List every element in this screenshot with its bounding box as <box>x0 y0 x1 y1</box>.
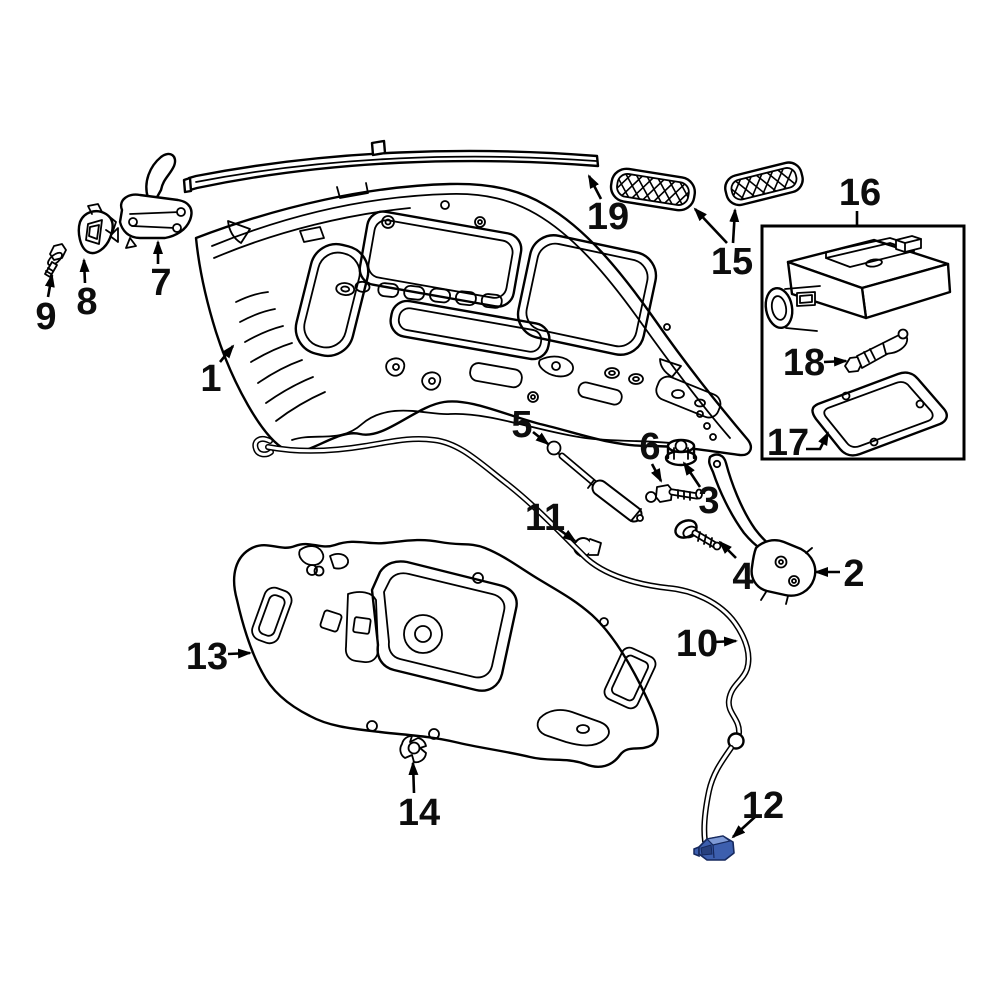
leader-19 <box>587 174 603 200</box>
vent-grille-right <box>724 161 804 207</box>
vent-grilles-drawing <box>609 161 804 212</box>
release-handle-highlighted[interactable] <box>693 835 735 861</box>
callout-label-6[interactable]: 6 <box>639 426 660 468</box>
bulb-socket-drawing <box>844 328 909 373</box>
hood-latch-drawing <box>109 152 193 249</box>
callout-leaders <box>44 174 859 839</box>
handle-top-facet[interactable] <box>705 835 732 846</box>
latch-bolt-drawing <box>44 243 67 278</box>
module-box-drawing <box>760 224 966 461</box>
callout-label-3[interactable]: 3 <box>698 480 719 522</box>
callout-label-17[interactable]: 17 <box>767 422 809 464</box>
callout-label-9[interactable]: 9 <box>35 296 56 338</box>
hood-panel-drawing <box>194 182 752 457</box>
callout-label-11[interactable]: 11 <box>525 497 565 539</box>
callout-label-18[interactable]: 18 <box>783 342 825 384</box>
callout-label-8[interactable]: 8 <box>76 281 97 323</box>
callout-label-4[interactable]: 4 <box>732 556 753 598</box>
leader-3 <box>682 461 702 488</box>
leader-4 <box>718 540 737 559</box>
callout-label-5[interactable]: 5 <box>511 404 532 446</box>
hood-lift-support-drawing <box>546 440 644 523</box>
callout-label-16[interactable]: 16 <box>839 172 881 214</box>
release-cable-drawing <box>252 435 752 844</box>
callout-label-15[interactable]: 15 <box>711 241 753 283</box>
hood-insulation-pad-drawing <box>232 538 660 768</box>
pad-clip-drawing <box>399 735 427 764</box>
module-body <box>764 235 952 332</box>
hinge-nut-drawing <box>664 438 698 467</box>
cable-grommet <box>727 732 745 750</box>
callout-labels: 1 2 3 4 5 6 7 8 9 10 11 12 13 14 15 16 1… <box>35 172 881 834</box>
ball-stud-drawing <box>645 484 703 503</box>
callout-label-10[interactable]: 10 <box>676 623 718 665</box>
module-tray-drawing <box>811 371 948 457</box>
handle-ridge <box>712 844 715 859</box>
hood-hinge-drawing <box>708 453 817 605</box>
leader-14 <box>408 761 419 794</box>
callout-label-14[interactable]: 14 <box>398 792 440 834</box>
vent-grille-left <box>609 167 697 212</box>
leader-13 <box>227 648 252 659</box>
leader-15b <box>729 208 740 244</box>
leader-10 <box>713 636 738 647</box>
leader-1 <box>218 344 235 363</box>
handle-tab[interactable] <box>693 845 700 858</box>
callout-label-12[interactable]: 12 <box>742 785 784 827</box>
handle-notch[interactable] <box>700 844 713 856</box>
leader-9 <box>44 273 55 298</box>
callout-label-1[interactable]: 1 <box>200 358 221 400</box>
callout-label-7[interactable]: 7 <box>150 262 171 304</box>
hood-seal-strip-drawing <box>182 139 600 194</box>
leader-18 <box>823 356 848 367</box>
leader-17 <box>806 431 830 451</box>
leader-12 <box>731 815 757 839</box>
callout-label-13[interactable]: 13 <box>186 636 228 678</box>
leader-15a <box>693 207 728 244</box>
leader-11 <box>556 526 577 543</box>
safety-catch-bracket-drawing <box>77 203 117 255</box>
callout-label-2[interactable]: 2 <box>843 553 864 595</box>
leader-6 <box>650 463 663 483</box>
leader-5 <box>532 430 550 446</box>
leader-8 <box>79 258 90 284</box>
callout-label-19[interactable]: 19 <box>587 196 629 238</box>
